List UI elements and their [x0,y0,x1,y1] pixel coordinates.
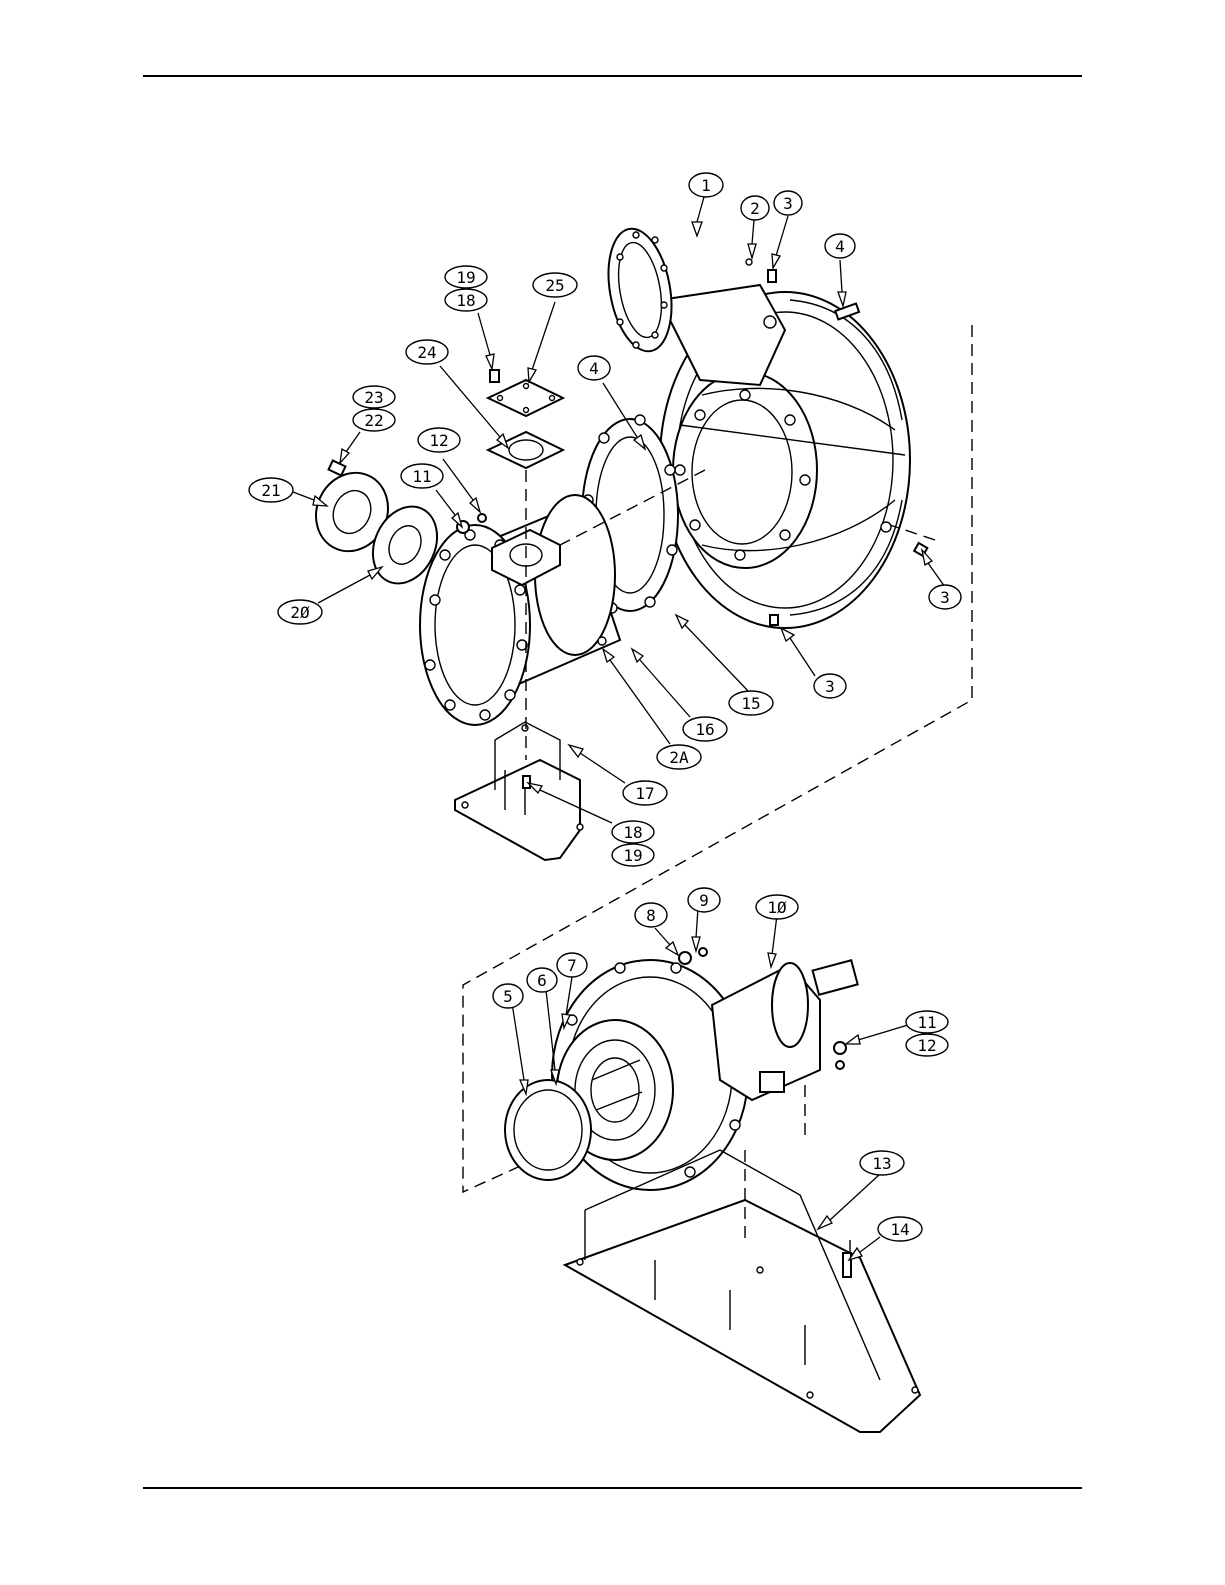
plug-3-bottom [770,615,778,625]
callout-21: 21 [249,478,293,502]
callout-5: 5 [493,984,523,1008]
callout-20: 2Ø [278,600,322,624]
callout-15: 15 [729,691,773,715]
bearing-frame-10 [712,960,858,1100]
svg-text:24: 24 [417,343,436,362]
svg-text:15: 15 [741,694,760,713]
svg-text:19: 19 [623,846,642,865]
washer-9 [699,948,707,956]
callout-23: 23 [353,386,395,408]
svg-text:12: 12 [429,431,448,450]
washer-12-right [836,1061,844,1069]
svg-text:3: 3 [783,194,793,213]
bolt-14 [843,1253,851,1277]
fitting-2 [746,259,752,265]
plug-3-top [768,270,776,282]
svg-text:18: 18 [456,291,475,310]
nut-8 [679,952,691,964]
callout-17: 17 [623,781,667,805]
svg-text:21: 21 [261,481,280,500]
callout-3-bottom: 3 [814,674,846,698]
svg-text:2Ø: 2Ø [290,603,310,622]
svg-text:11: 11 [917,1013,936,1032]
bolt-18-top [490,370,499,382]
callout-19-top: 19 [445,266,487,288]
suction-housing-16 [420,495,620,725]
callout-8: 8 [635,903,667,927]
svg-text:4: 4 [589,359,599,378]
nut-11-right [834,1042,846,1054]
callout-10: 1Ø [756,895,798,919]
svg-text:22: 22 [364,411,383,430]
callout-12-right: 12 [906,1034,948,1056]
svg-text:17: 17 [635,784,654,803]
callout-4-top: 4 [825,234,855,258]
svg-text:16: 16 [695,720,714,739]
callout-7: 7 [557,953,587,977]
svg-text:3: 3 [940,588,950,607]
svg-text:18: 18 [623,823,642,842]
svg-text:3: 3 [825,677,835,696]
svg-text:12: 12 [917,1036,936,1055]
svg-text:6: 6 [537,971,547,990]
callout-11-right: 11 [906,1011,948,1033]
svg-text:9: 9 [699,891,709,910]
callout-4-left: 4 [578,356,610,380]
callout-3-top: 3 [774,191,802,215]
svg-text:2: 2 [750,199,760,218]
callout-18-top: 18 [445,289,487,311]
wear-ring-5 [505,1080,591,1180]
svg-text:23: 23 [364,388,383,407]
svg-text:11: 11 [412,467,431,486]
svg-text:8: 8 [646,906,656,925]
callout-6: 6 [527,968,557,992]
svg-text:19: 19 [456,268,475,287]
callout-14: 14 [878,1217,922,1241]
callout-16: 16 [683,717,727,741]
svg-text:2A: 2A [669,748,689,767]
callout-25: 25 [533,273,577,297]
callout-18-bottom: 18 [612,821,654,843]
svg-text:5: 5 [503,987,513,1006]
callout-13: 13 [860,1151,904,1175]
callout-9: 9 [688,888,720,912]
callout-22: 22 [353,409,395,431]
washer-12-left [478,514,486,522]
svg-text:1: 1 [701,176,711,195]
svg-text:25: 25 [545,276,564,295]
pin-4-top [835,303,859,319]
svg-text:1Ø: 1Ø [767,898,787,917]
svg-text:4: 4 [835,237,845,256]
callout-1: 1 [689,173,723,197]
callout-2A: 2A [657,745,701,769]
cover-plate-25 [488,380,563,416]
support-foot-17 [455,722,583,860]
svg-text:7: 7 [567,956,577,975]
callout-3-right: 3 [929,585,961,609]
svg-text:13: 13 [872,1154,891,1173]
fitting-22 [329,461,346,476]
callout-11-left: 11 [401,464,443,488]
callout-19-bottom: 19 [612,844,654,866]
callout-2: 2 [741,196,769,220]
callout-24: 24 [406,340,448,364]
svg-text:14: 14 [890,1220,909,1239]
callout-12-left: 12 [418,428,460,452]
pump-base-13 [565,1150,920,1432]
